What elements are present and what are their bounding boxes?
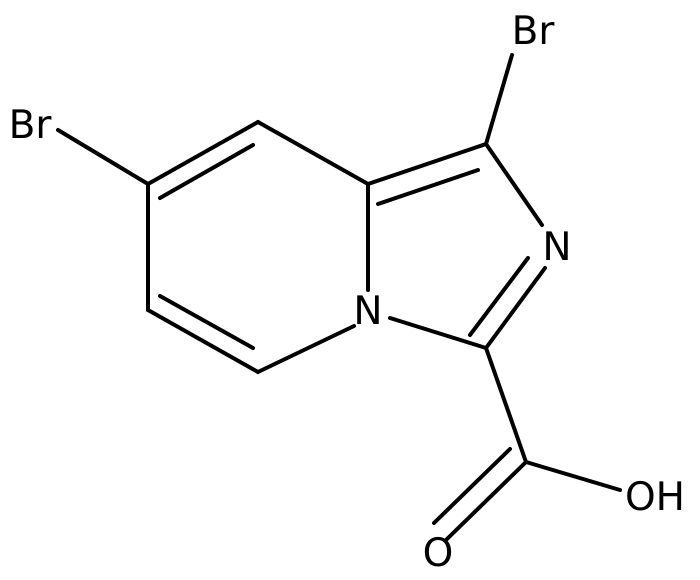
bond-c8a-c1-inner: [376, 168, 480, 206]
bond-c7-c8-inner: [158, 143, 255, 200]
bond-c-o-double: [444, 460, 528, 542]
bond-c8-c8a: [256, 120, 370, 186]
bond-c3-n4: [388, 316, 488, 350]
bond-c5-c6: [146, 308, 260, 374]
bond-c1-br: [484, 53, 514, 146]
bond-c-o-double-inner: [432, 447, 512, 525]
ring-nitrogen-label: N: [542, 225, 571, 270]
bridgehead-nitrogen-label: N: [353, 289, 382, 334]
bond-c7-c8: [146, 120, 260, 186]
bonds: [56, 53, 622, 542]
bond-c5-c6-inner: [158, 294, 255, 350]
hydroxyl-label: OH: [625, 475, 685, 520]
bond-c8a-c1: [366, 142, 488, 186]
bromine-left-label: Br: [9, 103, 53, 148]
bond-c3-cooh: [484, 346, 528, 464]
carbonyl-oxygen-label: O: [423, 531, 454, 576]
bond-c7-br: [56, 128, 150, 186]
bromine-top-label: Br: [512, 9, 556, 54]
bond-n2-c3: [484, 266, 547, 350]
bond-c1-n2: [484, 142, 544, 227]
bond-n4-c5: [256, 324, 356, 374]
bond-n2-c3-inner: [468, 256, 530, 337]
atom-labels: Br Br N N OH O: [9, 9, 685, 576]
bond-c-oh: [524, 460, 622, 492]
